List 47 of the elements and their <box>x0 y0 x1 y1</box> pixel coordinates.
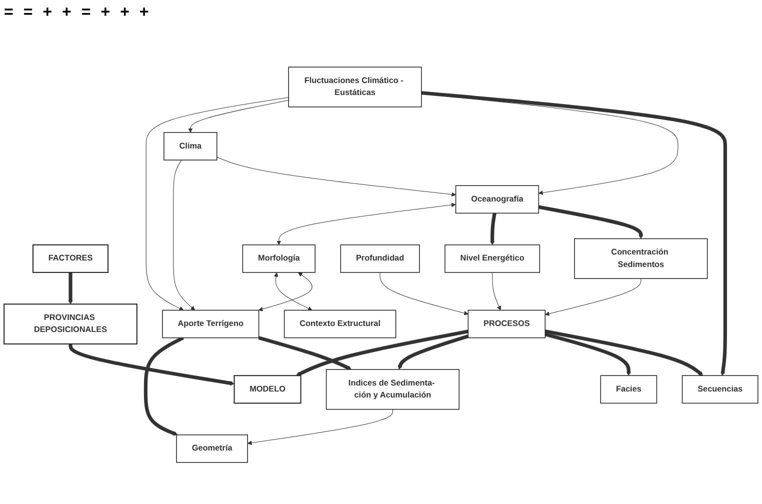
node-box: Nivel Energético <box>444 244 540 274</box>
arrow <box>146 97 289 311</box>
node-box: Geometría <box>176 434 248 464</box>
arrow <box>276 202 456 246</box>
arrow <box>258 336 352 370</box>
arrow <box>296 330 468 377</box>
node-box: Secuencias <box>682 375 758 404</box>
arrow <box>188 100 289 133</box>
arrow <box>68 272 73 305</box>
node-box: Morfología <box>242 244 316 274</box>
arrow <box>544 278 642 316</box>
arrow <box>544 332 631 376</box>
arrow <box>421 91 727 376</box>
node-box: Indices de Sedimenta- ción y Acumulación <box>326 369 460 410</box>
arrow <box>490 213 496 246</box>
operator-sign: + <box>100 4 110 22</box>
arrow <box>398 334 469 370</box>
operator-sign: = <box>4 4 14 22</box>
arrow <box>544 330 704 376</box>
node-box: MODELO <box>234 375 302 404</box>
arrow <box>216 157 456 197</box>
operator-sign: = <box>81 4 91 22</box>
node-box: Clima <box>164 132 218 161</box>
operator-sign: + <box>139 4 149 22</box>
node-box: PROVINCIAS DEPOSICIONALES <box>4 304 138 345</box>
node-box: Oceanografía <box>455 185 540 214</box>
node-box: Aporte Terrígeno <box>162 310 260 338</box>
arrow <box>173 160 196 311</box>
operator-sign: + <box>42 4 52 22</box>
arrow <box>258 272 312 312</box>
arrow <box>144 336 184 436</box>
arrow <box>274 272 312 311</box>
arrow <box>247 409 393 446</box>
arrow <box>538 206 644 240</box>
node-box: Contexto Extructural <box>284 310 396 338</box>
arrow <box>380 272 468 316</box>
node-box: FACTORES <box>32 244 108 274</box>
node-box: Fluctuaciones Climático - Eustáticas <box>288 66 422 108</box>
operator-sign: = <box>23 4 33 22</box>
node-box: Facies <box>600 375 658 404</box>
node-box: Concentración Sedimentos <box>574 238 708 280</box>
arrow <box>492 272 502 311</box>
operator-sign: + <box>120 4 130 22</box>
node-box: Profundidad <box>340 244 420 274</box>
node-box: PROCESOS <box>468 310 546 338</box>
operator-sign: + <box>62 4 72 22</box>
arrow <box>68 344 234 386</box>
